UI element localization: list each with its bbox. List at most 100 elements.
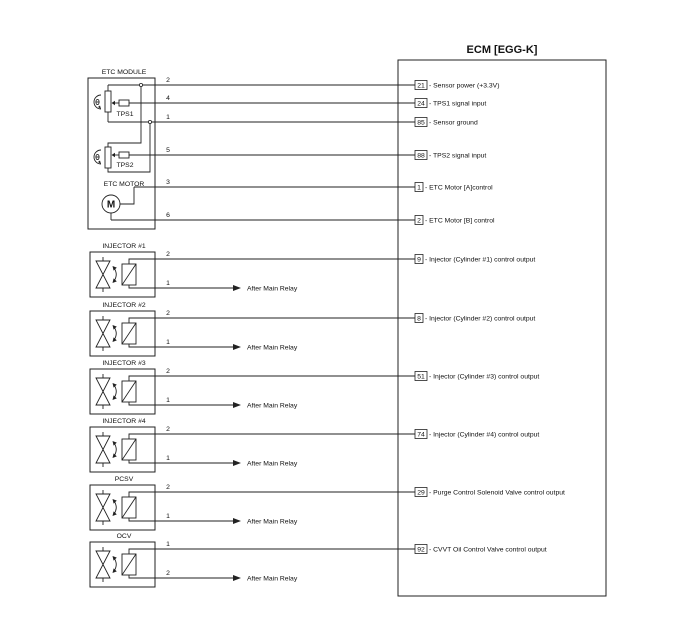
tps1-rotation-arrowhead bbox=[98, 105, 101, 109]
ecm-pin-box bbox=[414, 117, 428, 127]
ocv-ecm-wire bbox=[128, 548, 415, 554]
component-pin-number: 1 bbox=[166, 455, 170, 462]
injector-2-label: INJECTOR #2 bbox=[102, 302, 146, 309]
arrow-right-icon bbox=[233, 575, 241, 581]
arrow-up-icon bbox=[112, 441, 117, 446]
arrow-right-icon bbox=[233, 518, 241, 524]
ocv-relay-text: After Main Relay bbox=[247, 575, 298, 582]
ocv-label: OCV bbox=[117, 533, 132, 540]
arrow-up-icon bbox=[112, 499, 117, 504]
injector-3-coil-core bbox=[121, 380, 137, 403]
injector-3-ecm-wire bbox=[128, 375, 415, 381]
ecm-pin-number: 9 bbox=[417, 256, 421, 263]
ecm-pin-box bbox=[414, 544, 428, 554]
supply-junction-node bbox=[138, 83, 143, 88]
injector-1-ecm-wire bbox=[128, 258, 415, 264]
injector-2-relay-wire bbox=[128, 344, 233, 348]
ocv-relay-wire bbox=[128, 575, 233, 579]
component-pin-number: 2 bbox=[166, 570, 170, 577]
ecm-title: ECM [EGG-K] bbox=[467, 44, 538, 56]
valve-icon bbox=[95, 550, 111, 579]
etc-connection-pin-2: 221- Sensor power (+3.3V) bbox=[108, 77, 499, 90]
etc-connection-pin-1: 185- Sensor ground bbox=[108, 114, 478, 127]
component-pin-number: 1 bbox=[166, 339, 170, 346]
component-pin-number: 2 bbox=[166, 251, 170, 258]
arrow-right-icon bbox=[233, 402, 241, 408]
ecm-pin-number: 24 bbox=[417, 100, 425, 107]
component-pin-number: 2 bbox=[166, 368, 170, 375]
ecm-pin-box bbox=[414, 254, 424, 264]
ecm-pin-function: - Sensor power (+3.3V) bbox=[429, 82, 499, 89]
tps2-rotation-arc bbox=[93, 149, 102, 165]
ecm-pin-function: - TPS1 signal input bbox=[429, 100, 486, 107]
module-pin-number: 6 bbox=[166, 212, 170, 219]
etc-connection-pin-4: 424- TPS1 signal input bbox=[129, 95, 486, 108]
ecm-pin-function: - Injector (Cylinder #1) control output bbox=[425, 256, 535, 263]
arrow-right-icon bbox=[233, 285, 241, 291]
ecm-pin-box bbox=[414, 98, 428, 108]
ecm-pin-box bbox=[414, 80, 428, 90]
pcsv-label: PCSV bbox=[115, 476, 134, 483]
arrow-up-icon bbox=[112, 266, 117, 271]
motor-lead-a bbox=[120, 187, 135, 205]
ecm-pin-box bbox=[414, 487, 428, 497]
component-pin-number: 1 bbox=[166, 541, 170, 548]
tps-supply-bus bbox=[107, 85, 142, 147]
tps1-wiper-arrowhead bbox=[111, 100, 115, 106]
injector-4-relay-text: After Main Relay bbox=[247, 460, 298, 467]
injector-1-box bbox=[89, 251, 156, 298]
ecm-pin-number: 88 bbox=[417, 152, 425, 159]
ecm-pin-function: - CVVT Oil Control Valve control output bbox=[429, 546, 547, 553]
pcsv-box bbox=[89, 484, 156, 531]
component-pin-number: 2 bbox=[166, 484, 170, 491]
component-pin-number: 2 bbox=[166, 310, 170, 317]
component-pin-number: 1 bbox=[166, 397, 170, 404]
injector-3-relay-wire bbox=[128, 402, 233, 406]
ecm-pin-number: 92 bbox=[417, 546, 425, 553]
ecm-pin-function: - ETC Motor [B] control bbox=[425, 217, 495, 224]
ecm-pin-box bbox=[414, 371, 428, 381]
valve-icon bbox=[95, 493, 111, 522]
etc-module: ETC MODULE TPS1 bbox=[87, 69, 156, 230]
injector-2-box bbox=[89, 310, 156, 357]
arrow-up-icon bbox=[112, 383, 117, 388]
valve-icon bbox=[95, 319, 111, 348]
etc-motor-label: ETC MOTOR bbox=[104, 181, 145, 188]
etc-motor: ETC MOTOR M bbox=[101, 181, 145, 220]
pcsv-relay-wire bbox=[128, 518, 233, 522]
injector-3-box bbox=[89, 368, 156, 415]
component-pin-number: 1 bbox=[166, 513, 170, 520]
ecm-pin-function: - Injector (Cylinder #4) control output bbox=[429, 431, 539, 438]
etc-connections: 221- Sensor power (+3.3V)424- TPS1 signa… bbox=[108, 77, 499, 225]
pcsv-coil-core bbox=[121, 496, 137, 519]
injector-4-label: INJECTOR #4 bbox=[102, 418, 146, 425]
tps2-output-block bbox=[118, 151, 130, 159]
ecm-pin-number: 8 bbox=[417, 315, 421, 322]
ecm-pin-box bbox=[414, 150, 428, 160]
ocv-coil-core bbox=[121, 553, 137, 576]
module-pin-number: 1 bbox=[166, 114, 170, 121]
component-pin-number: 2 bbox=[166, 426, 170, 433]
etc-connection-pin-3: 31- ETC Motor [A]control bbox=[134, 179, 493, 192]
etc-connection-pin-5: 588- TPS2 signal input bbox=[129, 147, 486, 160]
tps2-rotation-arrowhead bbox=[98, 160, 101, 164]
etc-connection-pin-6: 62- ETC Motor [B] control bbox=[111, 212, 495, 225]
tps-ground-bus bbox=[107, 122, 151, 173]
injector-4-coil-core bbox=[121, 438, 137, 461]
tps1-sensor: TPS1 bbox=[93, 85, 134, 122]
arrow-right-icon bbox=[233, 460, 241, 466]
tps2-label: TPS2 bbox=[117, 162, 134, 169]
etc-module-box bbox=[87, 77, 156, 230]
arrow-up-icon bbox=[112, 556, 117, 561]
ecm-pin-box bbox=[414, 215, 424, 225]
pcsv-relay-text: After Main Relay bbox=[247, 518, 298, 525]
tps1-resistor bbox=[104, 90, 112, 113]
motor-symbol: M bbox=[107, 200, 115, 211]
ocv: OCV After Main Relay 1 2 92 - CVVT Oil Contro… bbox=[89, 533, 547, 588]
arrow-right-icon bbox=[233, 344, 241, 350]
